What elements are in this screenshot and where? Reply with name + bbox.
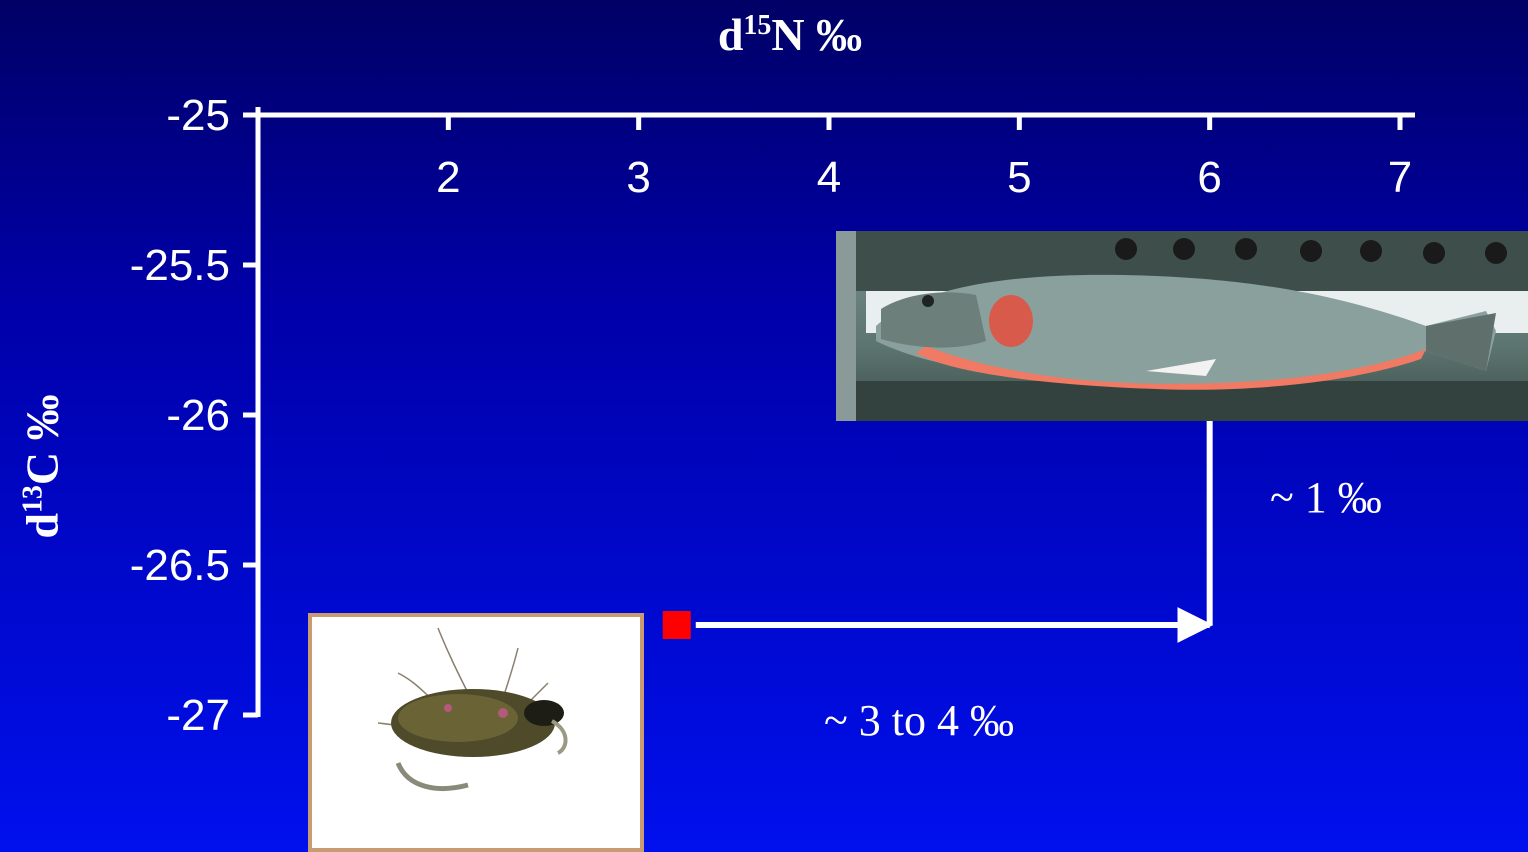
fly-photo xyxy=(308,613,644,852)
x-tick-label: 5 xyxy=(1007,153,1031,202)
y-tick-label: -26.5 xyxy=(130,541,230,590)
y-tick-label: -25 xyxy=(166,91,230,140)
annotation-vertical: ~ 1 ‰ xyxy=(1270,472,1382,523)
x-tick-label: 6 xyxy=(1197,153,1221,202)
y-tick-label: -27 xyxy=(166,691,230,740)
x-tick-label: 2 xyxy=(436,153,460,202)
data-point xyxy=(663,611,691,639)
annotation-horizontal: ~ 3 to 4 ‰ xyxy=(824,695,1014,746)
x-tick-label: 7 xyxy=(1388,153,1412,202)
x-tick-label: 3 xyxy=(626,153,650,202)
y-tick-label: -25.5 xyxy=(130,241,230,290)
x-tick-label: 4 xyxy=(817,153,841,202)
x-axis-title: d15N ‰ xyxy=(640,8,940,61)
y-tick-label: -26 xyxy=(166,391,230,440)
fish-photo xyxy=(836,231,1528,421)
y-axis-title: d13C ‰ xyxy=(16,357,69,577)
